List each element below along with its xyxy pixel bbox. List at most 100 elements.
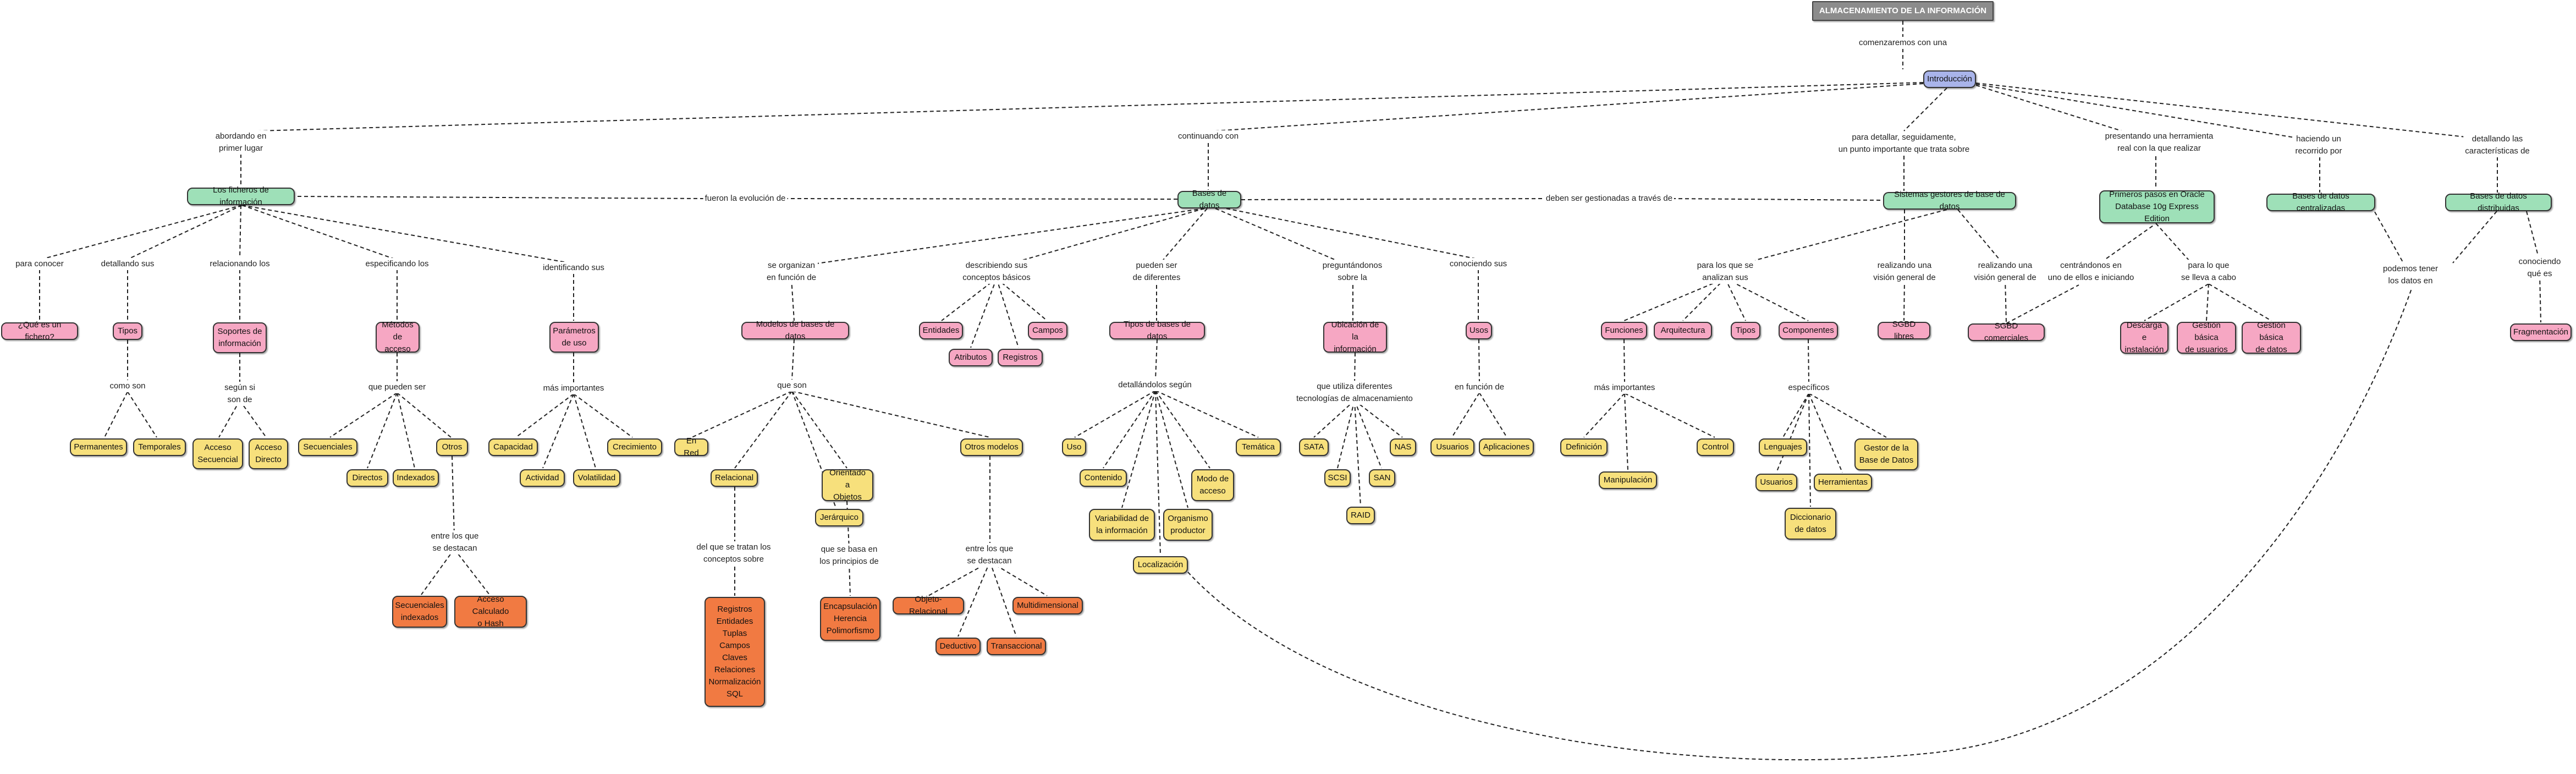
concept-objeto-relacional[interactable]: Objeto-Relacional xyxy=(893,595,964,616)
concept-otros-modelos[interactable]: Otros modelos xyxy=(960,438,1023,456)
concept-permanentes[interactable]: Permanentes xyxy=(70,438,127,456)
concept-tematica[interactable]: Temática xyxy=(1236,438,1281,456)
concept-control[interactable]: Control xyxy=(1697,438,1734,456)
concept-en-red[interactable]: En Red xyxy=(674,436,708,458)
concept-definicion[interactable]: Definición xyxy=(1560,438,1608,456)
concept-temporales[interactable]: Temporales xyxy=(133,438,186,456)
concept-deductivo[interactable]: Deductivo xyxy=(935,638,981,655)
concept-entidades[interactable]: Entidades xyxy=(919,322,963,339)
link-preguntandonos: preguntándonos sobre la xyxy=(1320,260,1384,284)
concept-campos[interactable]: Campos xyxy=(1028,322,1067,339)
concept-diccionario[interactable]: Diccionario de datos xyxy=(1785,508,1836,540)
link-conociendo-sus: conociendo sus xyxy=(1447,258,1509,270)
concept-usuarios-comp[interactable]: Usuarios xyxy=(1755,474,1797,491)
concept-sgbd-comerciales[interactable]: SGBD comerciales xyxy=(1968,321,2045,343)
concept-bd-centralizadas[interactable]: Bases de datos centralizadas xyxy=(2266,191,2375,213)
concept-gestor[interactable]: Gestor de la Base de Datos xyxy=(1854,438,1918,470)
concept-orientado-objetos[interactable]: Orientado a Objetos xyxy=(822,468,873,502)
link-presentando: presentando una herramienta real con la … xyxy=(2103,130,2215,155)
concept-volatilidad[interactable]: Volatilidad xyxy=(573,469,620,487)
concept-usuarios-bd[interactable]: Usuarios xyxy=(1430,438,1474,456)
concept-raid[interactable]: RAID xyxy=(1346,507,1375,524)
concept-soportes[interactable]: Soportes de información xyxy=(213,322,267,353)
concept-ubicacion[interactable]: Ubicación de la información xyxy=(1323,320,1387,354)
concept-otros-metodos[interactable]: Otros xyxy=(436,438,468,456)
concept-organismo[interactable]: Organismo productor xyxy=(1163,509,1213,541)
link-que-pueden-ser: que pueden ser xyxy=(366,381,428,393)
concept-aplicaciones[interactable]: Aplicaciones xyxy=(1479,438,1534,456)
concept-secuenciales[interactable]: Secuenciales xyxy=(298,438,357,456)
link-como-son: como son xyxy=(108,380,147,392)
concept-transaccional[interactable]: Transaccional xyxy=(987,638,1046,655)
concept-metodos-acceso[interactable]: Métodos de acceso xyxy=(376,320,420,354)
concept-variabilidad[interactable]: Variabilidad de la información xyxy=(1089,509,1155,541)
concept-descarga[interactable]: Descarga e instalación xyxy=(2120,321,2168,354)
link-identificando: identificando sus xyxy=(541,262,606,274)
concept-secuenciales-indexados[interactable]: Secuenciales indexados xyxy=(392,596,447,628)
concept-funciones[interactable]: Funciones xyxy=(1601,322,1647,339)
link-haciendo-recorrido: haciendo un recorrido por xyxy=(2293,133,2344,157)
concept-tipos-bd[interactable]: Tipos de bases de datos xyxy=(1109,320,1205,341)
concept-directos[interactable]: Directos xyxy=(346,469,388,487)
concept-relacional-conceptos[interactable]: Registros Entidades Tuplas Campos Claves… xyxy=(704,597,765,707)
concept-bases-de-datos[interactable]: Bases de datos xyxy=(1177,189,1241,210)
concept-nas[interactable]: NAS xyxy=(1390,438,1416,456)
concept-tipos-sgbd[interactable]: Tipos xyxy=(1731,322,1760,339)
concept-sgbd[interactable]: Sistemas gestores de base de datos xyxy=(1883,190,2016,211)
concept-sgbd-libres[interactable]: SGBD libres xyxy=(1878,320,1930,341)
concept-tipos-ficheros[interactable]: Tipos xyxy=(113,322,142,340)
link-vision-general-libres: realizando una visión general de xyxy=(1872,260,1937,284)
concept-indexados[interactable]: Indexados xyxy=(393,469,439,487)
concept-fragmentacion[interactable]: Fragmentación xyxy=(2510,323,2572,341)
concept-capacidad[interactable]: Capacidad xyxy=(488,438,538,456)
concept-registros[interactable]: Registros xyxy=(998,349,1043,366)
concept-herramientas[interactable]: Herramientas xyxy=(1814,474,1872,491)
link-en-funcion-de: en función de xyxy=(1452,381,1506,393)
concept-crecimiento[interactable]: Crecimiento xyxy=(607,438,662,456)
concept-modelos-bd[interactable]: Modelos de bases de datos xyxy=(741,320,849,341)
concept-gestion-datos[interactable]: Gestión básica de datos xyxy=(2242,321,2301,354)
concept-localizacion[interactable]: Localización xyxy=(1133,556,1188,574)
concept-modo-acceso[interactable]: Modo de acceso xyxy=(1191,469,1234,501)
concept-gestion-usuarios[interactable]: Gestión básica de usuarios xyxy=(2177,321,2236,354)
link-detallando-sus: detallando sus xyxy=(99,258,156,270)
concept-acceso-directo[interactable]: Acceso Directo xyxy=(249,438,288,469)
concept-oracle[interactable]: Primeros pasos en Oracle Database 10g Ex… xyxy=(2099,190,2215,223)
concept-usos[interactable]: Usos xyxy=(1466,322,1492,339)
link-se-organizan: se organizan en función de xyxy=(764,260,818,284)
concept-sata[interactable]: SATA xyxy=(1299,438,1329,456)
link-detallandolos: detallándolos según xyxy=(1116,379,1193,391)
concept-ficheros[interactable]: Los ficheros de información xyxy=(187,185,295,207)
concept-scsi[interactable]: SCSI xyxy=(1324,469,1351,487)
concept-introduccion[interactable]: Introducción xyxy=(1923,70,1976,88)
concept-que-es-fichero[interactable]: ¿Qué es un fichero? xyxy=(1,320,78,342)
concept-uso[interactable]: Uso xyxy=(1062,438,1086,456)
link-para-detallar: para detallar, seguidamente, un punto im… xyxy=(1836,131,1972,156)
concept-lenguajes[interactable]: Lenguajes xyxy=(1759,438,1807,456)
link-segun-si: según si son de xyxy=(223,382,257,406)
concept-manipulacion[interactable]: Manipulación xyxy=(1599,471,1657,489)
concept-acceso-secuencial[interactable]: Acceso Secuencial xyxy=(192,438,243,469)
concept-san[interactable]: SAN xyxy=(1369,469,1395,487)
concept-bd-distribuidas[interactable]: Bases de datos distribuidas xyxy=(2445,191,2552,213)
concept-jerarquico[interactable]: Jerárquico xyxy=(815,509,863,526)
link-continuando: continuando con xyxy=(1176,130,1241,142)
map-title[interactable]: ALMACENAMIENTO DE LA INFORMACIÓN xyxy=(1812,1,1994,21)
concept-encapsulacion[interactable]: Encapsulación Herencia Polimorfismo xyxy=(820,597,880,641)
link-especificos: específicos xyxy=(1786,382,1831,394)
concept-parametros-uso[interactable]: Parámetros de uso xyxy=(549,322,599,353)
concept-actividad[interactable]: Actividad xyxy=(520,469,565,487)
concept-multidimensional[interactable]: Multidimensional xyxy=(1012,597,1083,614)
concept-arquitectura[interactable]: Arquitectura xyxy=(1654,322,1712,339)
concept-acceso-calculado[interactable]: Acceso Calculado o Hash xyxy=(454,595,527,628)
link-vision-general-comerciales: realizando una visión general de xyxy=(1972,260,2038,284)
concept-contenido[interactable]: Contenido xyxy=(1080,469,1127,487)
concept-atributos[interactable]: Atributos xyxy=(949,349,993,366)
concept-relacional[interactable]: Relacional xyxy=(711,469,758,487)
concept-componentes[interactable]: Componentes xyxy=(1779,322,1838,339)
link-especificando: especificando los xyxy=(364,258,431,270)
link-deben-ser-gestionadas: deben ser gestionadas a través de xyxy=(1544,193,1675,205)
link-podemos-tener: podemos tener los datos en xyxy=(2381,263,2440,287)
link-tecnologias: que utiliza diferentes tecnologías de al… xyxy=(1295,381,1414,405)
link-que-son: que son xyxy=(775,380,808,392)
